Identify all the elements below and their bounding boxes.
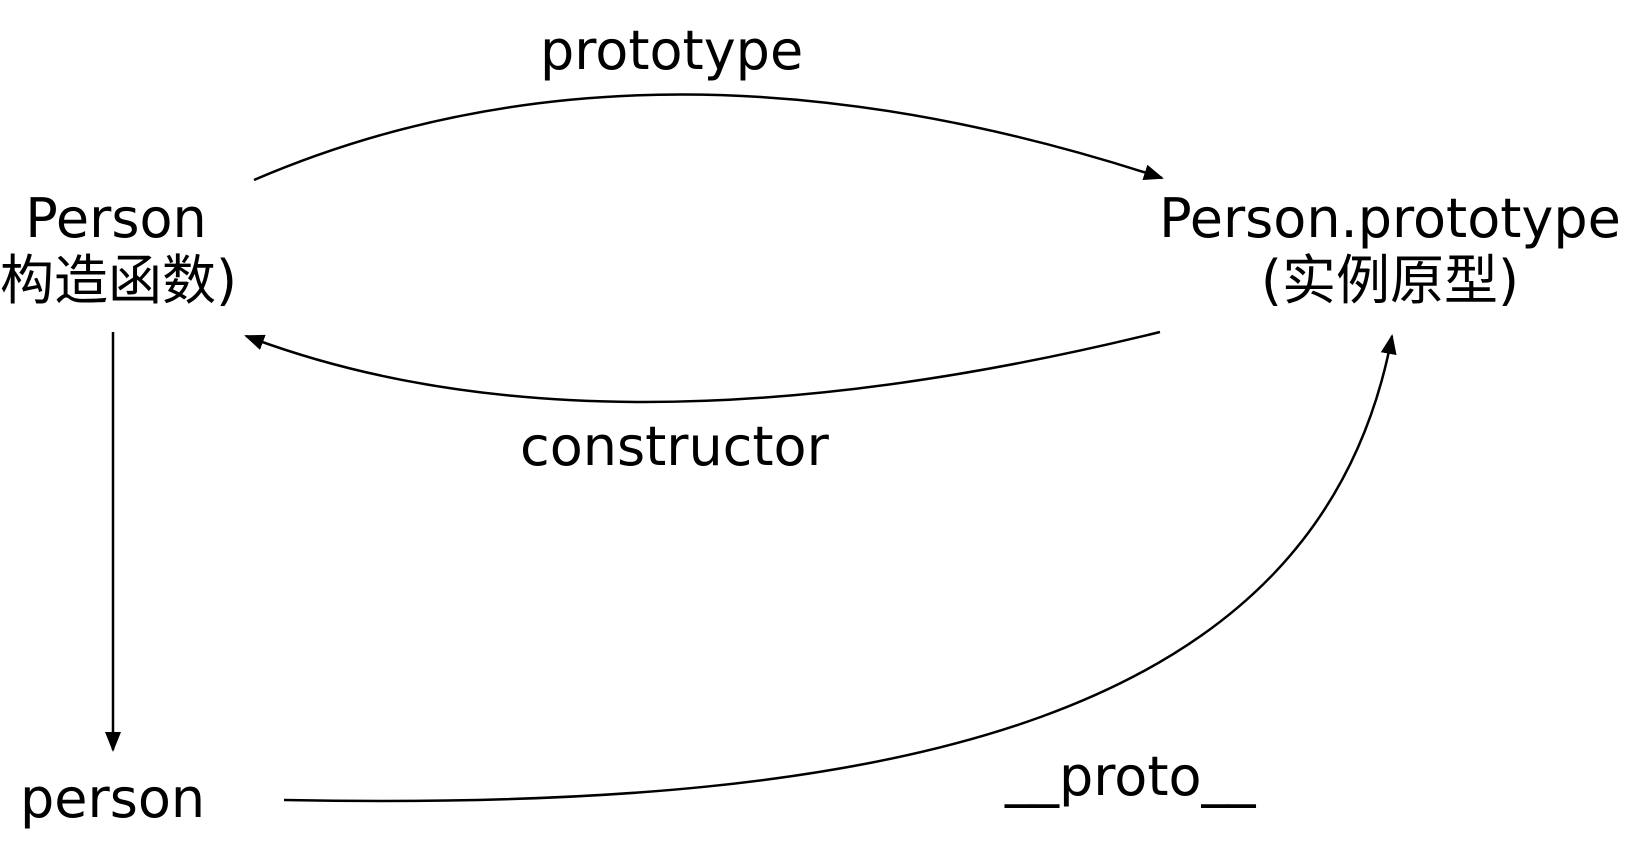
- prototype-object-note: (实例原型): [1260, 249, 1520, 312]
- instance-name: person: [20, 767, 206, 830]
- prototype-object-node: Person.prototype (实例原型): [1150, 188, 1630, 312]
- constructor-note: 构造函数): [0, 249, 238, 312]
- proto-edge-label: __proto__: [1005, 745, 1256, 808]
- prototype-object-name: Person.prototype: [1159, 187, 1621, 250]
- constructor-node: Person 构造函数): [0, 187, 238, 312]
- constructor-name: Person: [25, 187, 207, 250]
- prototype-edge-label: prototype: [540, 19, 804, 82]
- instance-node: person: [20, 768, 205, 830]
- constructor-arrow: [244, 330, 1161, 404]
- constructor-edge-label: constructor: [520, 415, 829, 478]
- proto-arrow: [283, 334, 1397, 803]
- prototype-arrow: [253, 93, 1164, 182]
